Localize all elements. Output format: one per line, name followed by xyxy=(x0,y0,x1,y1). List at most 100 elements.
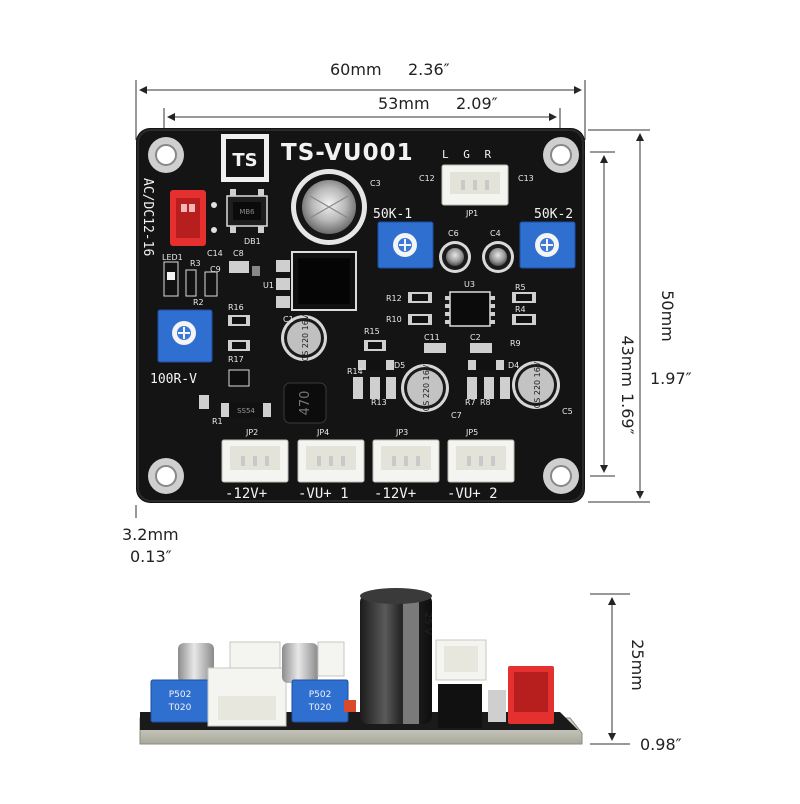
svg-text:470: 470 xyxy=(298,391,313,416)
pot-right-label: 50K-2 xyxy=(534,207,573,222)
svg-text:R8: R8 xyxy=(480,398,491,407)
svg-text:R4: R4 xyxy=(515,305,526,314)
board-title: TS-VU001 xyxy=(281,140,414,166)
svg-text:R1: R1 xyxy=(212,417,223,426)
side-height-in-label: 0.98″ xyxy=(640,735,682,754)
svg-text:C9: C9 xyxy=(210,265,221,274)
svg-text:C8: C8 xyxy=(233,249,244,258)
bridge-rectifier: MB6 xyxy=(226,189,268,233)
svg-text:R13: R13 xyxy=(371,398,387,407)
dimension-annotations: 60mm 2.36″ 53mm 2.09″ 50mm 1.97″ 43mm1.6… xyxy=(122,60,692,566)
svg-text:D5: D5 xyxy=(394,361,405,370)
diode-ss54: SS54 xyxy=(221,402,271,418)
svg-text:P502: P502 xyxy=(309,690,332,700)
potentiometer-50k-1[interactable] xyxy=(377,221,434,269)
svg-text:CS 220 16V: CS 220 16V xyxy=(301,314,310,361)
svg-text:-VU+ 1: -VU+ 1 xyxy=(298,486,349,502)
capacitor-c4 xyxy=(482,241,514,273)
pcb-top-view: TS TS-VU001 AC/DC12-16 MB6 L G R xyxy=(136,128,585,503)
svg-text:T020: T020 xyxy=(168,703,192,713)
svg-text:U3: U3 xyxy=(464,280,475,289)
svg-text:R3: R3 xyxy=(190,259,201,268)
voltage-regulator-u1 xyxy=(276,251,357,311)
capacitor-c5: CS 220 16V xyxy=(512,361,560,409)
svg-text:JP2: JP2 xyxy=(245,428,258,437)
svg-text:CS 220 16V: CS 220 16V xyxy=(422,364,431,411)
pcb-side-view: P502 T020 P502 T020 25 V xyxy=(139,588,583,745)
svg-text:R5: R5 xyxy=(515,283,526,292)
potentiometer-100r[interactable] xyxy=(157,309,213,363)
silkscreen-refs: C3 C12 C13 C14 C8 C9 C6 C4 DB1 LED1 R3 R… xyxy=(162,174,573,426)
opamp-u3 xyxy=(445,291,495,327)
capacitor-c7: CS 220 16V xyxy=(401,364,449,412)
svg-text:TS: TS xyxy=(232,150,257,171)
hole-span-in-label: 2.09″ xyxy=(456,94,498,113)
capacitor-c6 xyxy=(439,241,471,273)
side-pot-right: P502 T020 xyxy=(282,643,349,723)
svg-text:R14: R14 xyxy=(347,367,363,376)
svg-text:JP4: JP4 xyxy=(316,428,329,437)
hole-diameter-mm-label: 3.2mm xyxy=(122,525,179,544)
potentiometer-50k-2[interactable] xyxy=(519,221,576,269)
svg-text:CS 220 16V: CS 220 16V xyxy=(533,361,542,408)
side-capacitor: 25 V xyxy=(360,588,433,724)
svg-text:T020: T020 xyxy=(308,703,332,713)
svg-text:R7: R7 xyxy=(465,398,476,407)
height-mm-label: 50mm xyxy=(658,290,677,342)
svg-text:C14: C14 xyxy=(207,249,223,258)
side-pot-left: P502 T020 xyxy=(150,643,214,723)
connector-jp2[interactable]: JP2 -12V+ xyxy=(221,428,289,502)
svg-text:R16: R16 xyxy=(228,303,244,312)
svg-text:C5: C5 xyxy=(562,407,573,416)
svg-text:C13: C13 xyxy=(518,174,534,183)
svg-text:R12: R12 xyxy=(386,294,402,303)
svg-text:C3: C3 xyxy=(370,179,381,188)
svg-text:C6: C6 xyxy=(448,229,459,238)
capacitor-c3 xyxy=(291,169,367,245)
svg-text:D4: D4 xyxy=(508,361,519,370)
svg-text:25 V: 25 V xyxy=(422,612,433,635)
svg-text:JP3: JP3 xyxy=(395,428,408,437)
connector-jp4[interactable]: JP4 -VU+ 1 xyxy=(297,428,365,502)
side-height-mm-label: 25mm xyxy=(628,639,647,691)
svg-text:R2: R2 xyxy=(193,298,204,307)
svg-text:-12V+: -12V+ xyxy=(374,486,416,502)
svg-text:JP5: JP5 xyxy=(465,428,478,437)
svg-text:C7: C7 xyxy=(451,411,462,420)
svg-text:C2: C2 xyxy=(470,333,481,342)
svg-text:P502: P502 xyxy=(169,690,192,700)
svg-text:R15: R15 xyxy=(364,327,380,336)
inductor-470: 470 xyxy=(283,382,327,424)
capacitor-c1: CS 220 16V xyxy=(281,314,327,361)
power-connector xyxy=(170,190,206,246)
width-in-label: 2.36″ xyxy=(408,60,450,79)
pot-small-label: 100R-V xyxy=(150,372,197,387)
connector-jp5[interactable]: JP5 -VU+ 2 xyxy=(447,428,515,502)
hole-span-mm-label: 53mm xyxy=(378,94,430,113)
side-dimension: 25mm 0.98″ xyxy=(590,593,682,754)
svg-text:-VU+ 2: -VU+ 2 xyxy=(447,486,498,502)
svg-text:C11: C11 xyxy=(424,333,440,342)
svg-text:DB1: DB1 xyxy=(244,237,261,246)
svg-text:-12V+: -12V+ xyxy=(225,486,267,502)
svg-text:R17: R17 xyxy=(228,355,244,364)
svg-text:R10: R10 xyxy=(386,315,402,324)
svg-text:C1: C1 xyxy=(283,315,294,324)
svg-text:MB6: MB6 xyxy=(239,208,255,216)
connector-jp1 xyxy=(441,164,509,206)
svg-text:JP1: JP1 xyxy=(465,209,478,218)
mounting-holes xyxy=(148,137,579,494)
height-in-label: 1.97″ xyxy=(650,369,692,388)
svg-text:C4: C4 xyxy=(490,229,501,238)
ts-logo-icon: TS xyxy=(221,134,269,182)
hole-height-label: 43mm1.69″ xyxy=(618,335,637,434)
lgr-label: L G R xyxy=(442,148,495,161)
hole-diameter-in-label: 0.13″ xyxy=(130,547,172,566)
svg-text:U1: U1 xyxy=(263,281,274,290)
width-mm-label: 60mm xyxy=(330,60,382,79)
power-label: AC/DC12-16 xyxy=(140,178,155,256)
svg-text:SS54: SS54 xyxy=(237,407,255,415)
svg-text:R9: R9 xyxy=(510,339,521,348)
connector-jp3[interactable]: JP3 -12V+ xyxy=(372,428,440,502)
